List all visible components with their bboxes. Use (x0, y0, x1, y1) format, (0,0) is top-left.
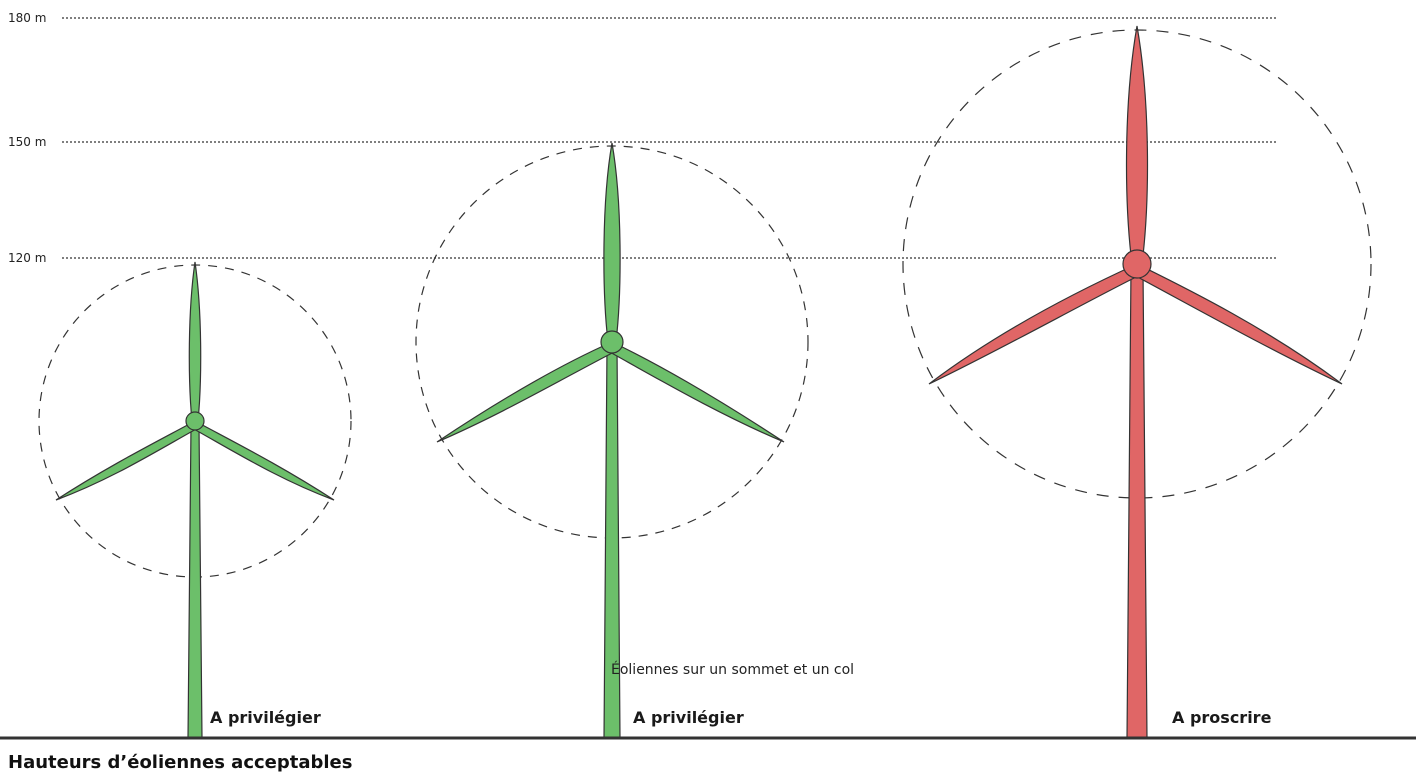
turbine-1-blade-left (55, 420, 199, 501)
turbine-3-tower (1126, 267, 1148, 739)
height-label-180: 180 m (8, 11, 47, 25)
turbine-2-hub (600, 330, 624, 354)
turbine-2-label: A privilégier (633, 708, 744, 727)
turbine-2-blade-up (603, 142, 621, 343)
turbine-2-blade-right (607, 341, 785, 443)
turbine-3-label: A proscrire (1172, 708, 1272, 727)
height-label-120: 120 m (8, 251, 47, 265)
turbine-3-blade-left (928, 263, 1143, 385)
turbine-1-tower (187, 424, 203, 739)
turbine-3 (928, 25, 1343, 739)
height-label-150: 150 m (8, 135, 47, 149)
turbine-1-blade-right (191, 420, 335, 501)
figure-caption: Hauteurs d’éoliennes acceptables (8, 752, 353, 773)
turbine-3-blade-up (1125, 25, 1149, 265)
annotation-text: Éoliennes sur un sommet et un col (611, 662, 855, 678)
turbine-2 (436, 142, 785, 739)
turbine-1 (55, 261, 335, 739)
turbine-1-blade-up (188, 261, 202, 422)
turbine-2-blade-left (436, 341, 617, 443)
turbine-1-label: A privilégier (210, 708, 321, 727)
turbine-1-hub (185, 411, 205, 431)
turbine-3-hub (1122, 249, 1152, 279)
turbine-3-blade-right (1131, 263, 1343, 385)
turbine-2-tower (603, 345, 621, 739)
